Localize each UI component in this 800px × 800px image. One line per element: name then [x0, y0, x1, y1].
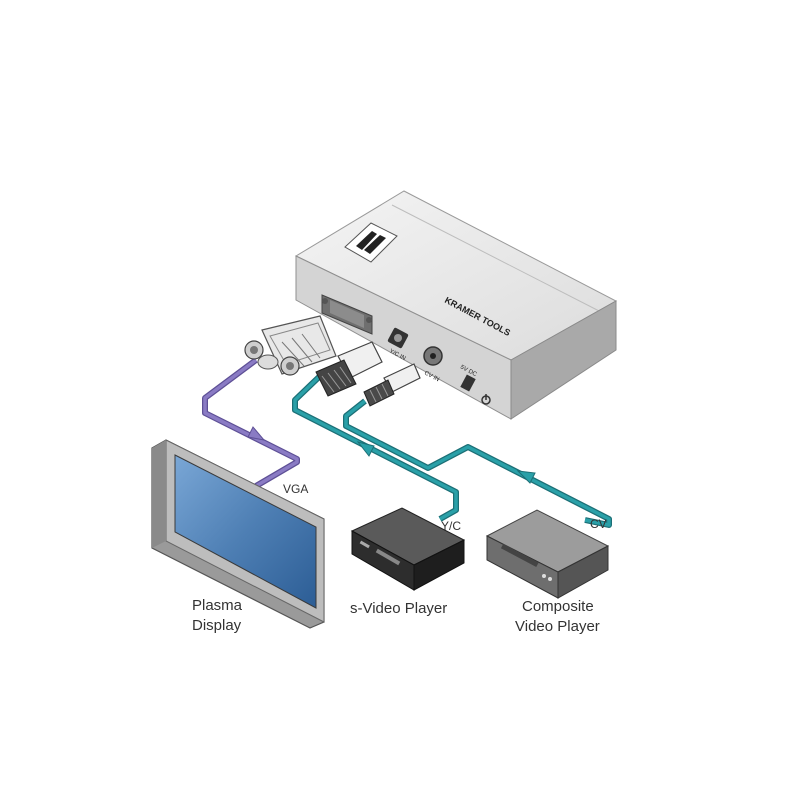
yc-arrow [356, 441, 375, 457]
plasma-display [151, 439, 325, 629]
cv-label: CV [590, 517, 607, 531]
kramer-logo [344, 222, 398, 263]
svideo-player-label: s-Video Player [350, 600, 447, 617]
plasma-label-line1: Plasma [192, 597, 243, 614]
vga-cable [202, 357, 300, 489]
rca-plug [363, 363, 421, 407]
composite-label-line2: Video Player [515, 618, 600, 635]
svideo-player [350, 507, 466, 591]
composite-player [485, 509, 610, 599]
svideo-plug [315, 341, 383, 397]
yc-cable [292, 373, 459, 522]
vga-plug [244, 315, 337, 376]
plasma-screen [174, 454, 317, 609]
power-port [460, 374, 491, 405]
plasma-label-line2: Display [192, 617, 242, 634]
vga-label: VGA [283, 482, 308, 496]
vga-port [321, 294, 373, 335]
cv-in-port [423, 346, 443, 366]
composite-label-line1: Composite [522, 598, 594, 615]
vga-arrow [247, 426, 266, 441]
yc-in-port [387, 327, 409, 349]
kramer-device: KRAMER TOOLS Y/C IN CV IN 5V DC [294, 190, 618, 420]
cv-cable [343, 398, 612, 528]
cv-arrow [516, 470, 536, 484]
yc-label: Y/C [441, 519, 461, 533]
